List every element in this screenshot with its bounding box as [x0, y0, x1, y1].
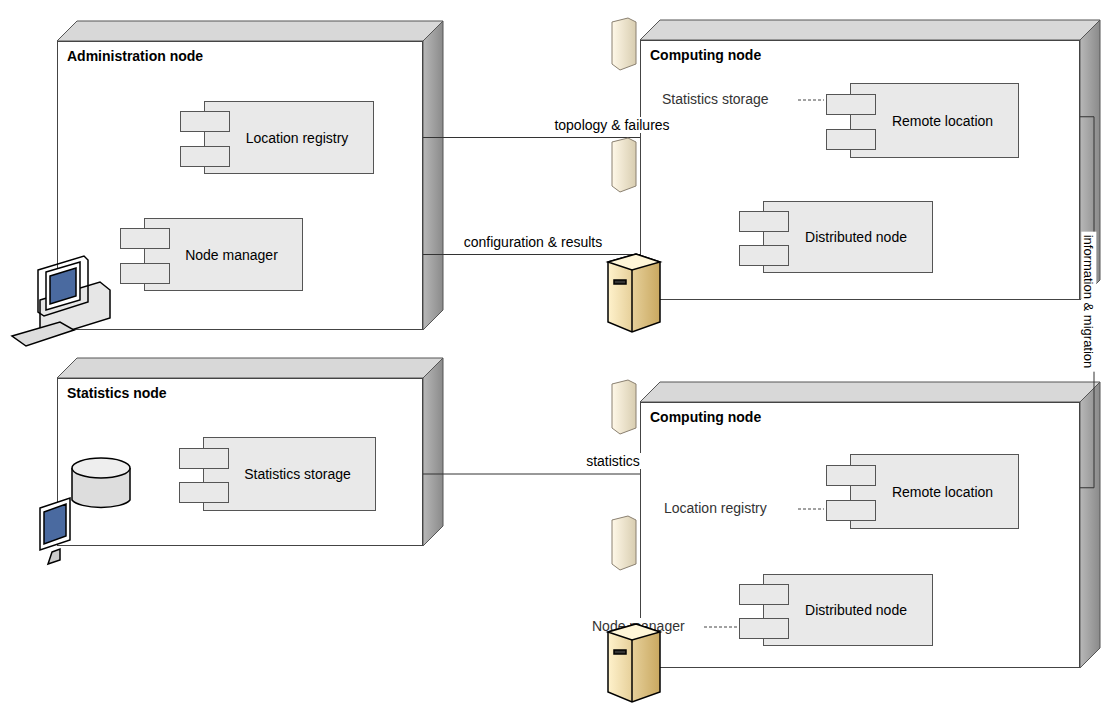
node-box: Computing nodeRemote locationDistributed…	[640, 40, 1080, 300]
node-box: Administration nodeLocation registryNode…	[57, 41, 423, 330]
callout-leader	[704, 100, 824, 627]
computer-icon	[12, 256, 110, 346]
edge-label: statistics	[583, 453, 643, 469]
component-tab	[120, 228, 170, 249]
database-icon	[40, 458, 130, 564]
component-name: Remote location	[876, 484, 993, 500]
component-name: Remote location	[876, 113, 993, 129]
node-box: Statistics nodeStatistics storage	[57, 378, 423, 546]
node-3d-faces	[57, 20, 1100, 668]
component-name: Distributed node	[789, 229, 907, 245]
component-box: Node manager	[144, 218, 303, 291]
component-tab	[739, 211, 789, 232]
callout-label: Statistics storage	[660, 91, 771, 107]
component-tab	[826, 94, 876, 115]
component-tab	[180, 111, 230, 132]
edge-label: topology & failures	[551, 117, 672, 133]
callout-label: Location registry	[662, 500, 769, 516]
component-tab	[826, 465, 876, 486]
component-box: Distributed node	[763, 201, 933, 273]
component-box: Distributed node	[763, 574, 933, 646]
node-title: Computing node	[650, 47, 761, 63]
node-title: Administration node	[67, 48, 203, 64]
node-title: Statistics node	[67, 385, 167, 401]
component-tab	[120, 263, 170, 284]
component-tab	[739, 245, 789, 266]
component-name: Location registry	[230, 130, 349, 146]
callout-label: Node manager	[590, 618, 687, 634]
edge-label: configuration & results	[461, 234, 606, 250]
component-box: Remote location	[850, 83, 1019, 158]
component-tab	[179, 448, 229, 469]
component-tab	[739, 584, 789, 605]
component-tab	[180, 146, 230, 167]
node-title: Computing node	[650, 409, 761, 425]
component-tab	[826, 500, 876, 521]
server-icon	[612, 18, 636, 570]
component-box: Statistics storage	[203, 437, 376, 511]
component-name: Distributed node	[789, 602, 907, 618]
edge-label: information & migration	[1081, 232, 1096, 372]
component-box: Location registry	[204, 101, 374, 174]
component-name: Node manager	[169, 247, 278, 263]
component-tab	[826, 129, 876, 150]
component-tab	[739, 618, 789, 639]
server-icon	[608, 254, 660, 702]
node-box: Computing nodeRemote locationDistributed…	[640, 402, 1080, 668]
component-name: Statistics storage	[228, 466, 351, 482]
component-box: Remote location	[850, 454, 1019, 529]
component-tab	[179, 482, 229, 503]
